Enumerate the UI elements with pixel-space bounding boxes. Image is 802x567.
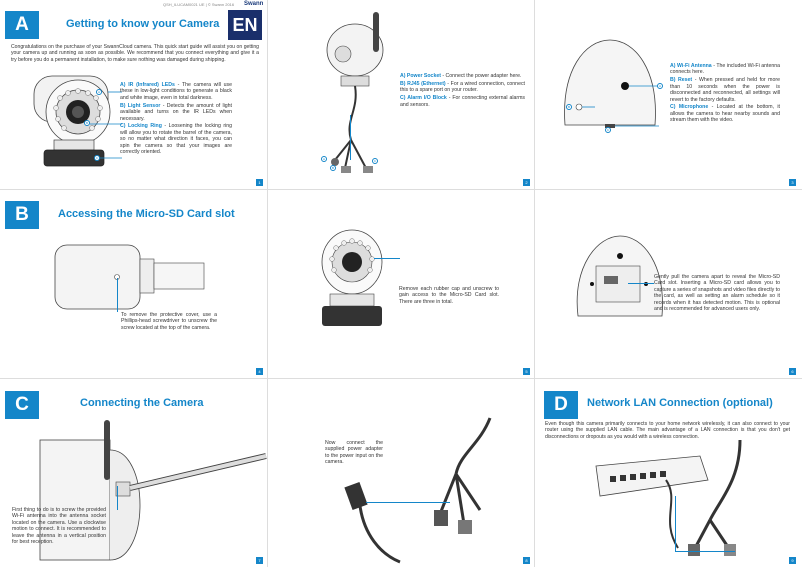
- leader-line: [350, 115, 351, 160]
- section-badge-b: B: [5, 201, 39, 229]
- swann-logo: Swann: [244, 1, 264, 7]
- page-number: 1: [256, 179, 263, 186]
- page-number: 8: [523, 557, 530, 564]
- feature-microphone: C) Microphone - Located at the bottom, i…: [670, 104, 780, 124]
- row-divider: [0, 378, 802, 379]
- leader-line: [675, 551, 735, 552]
- doc-code: QSH_ILUCAM0021 UE | © Swann 2016: [163, 2, 235, 7]
- callout-c: C: [605, 127, 611, 133]
- camera-caps-illustration: [321, 229, 383, 326]
- section-badge-a: A: [5, 11, 39, 39]
- callout-a: A: [657, 83, 663, 89]
- remove-caps-text: Remove each rubber cap and unscrew to ga…: [399, 286, 499, 305]
- callout-a: A: [321, 156, 327, 162]
- row-divider: [0, 189, 802, 190]
- leader-line: [675, 496, 676, 552]
- callout-b: B: [84, 120, 90, 126]
- port-alarm-io: C) Alarm I/O Block - For connecting exte…: [400, 95, 526, 108]
- section-badge-c: C: [5, 391, 39, 419]
- port-rj45: B) RJ45 (Ethernet) - For a wired connect…: [400, 80, 525, 94]
- page-number: 3: [789, 179, 796, 186]
- feature-wifi-antenna: A) Wi-Fi Antenna - The included Wi-Fi an…: [670, 63, 780, 76]
- feature-locking-ring: C) Locking Ring - Loosening the locking …: [120, 123, 232, 156]
- callout-b: B: [566, 104, 572, 110]
- section-title-c: Connecting the Camera: [80, 397, 204, 409]
- page-number: 9: [789, 557, 796, 564]
- antenna-install-text: First thing to do is to screw the provid…: [12, 507, 106, 546]
- camera-back-illustration: [564, 39, 659, 128]
- rear-ports-list: A) Power Socket - Connect the power adap…: [400, 73, 525, 110]
- sd-card-slot-text: Gently pull the camera apart to reveal t…: [654, 274, 781, 313]
- leader-line: [374, 258, 400, 259]
- lan-connection-text: Even though this camera primarily connec…: [545, 421, 790, 440]
- page-number: 4: [256, 368, 263, 375]
- page-number: 2: [523, 179, 530, 186]
- section-title-d: Network LAN Connection (optional): [587, 397, 773, 409]
- callout-c: C: [94, 155, 100, 161]
- router-lan-illustration: [595, 439, 742, 556]
- feature-reset: B) Reset - When pressed and held for mor…: [670, 77, 780, 103]
- camera-rear-cables-illustration: [326, 12, 384, 173]
- feature-light-sensor: B) Light Sensor - Detects the amount of …: [120, 102, 232, 122]
- language-badge: EN: [228, 10, 262, 40]
- leader-line: [366, 502, 450, 503]
- port-power-socket: A) Power Socket - Connect the power adap…: [400, 73, 522, 79]
- doc-header: QSH_ILUCAM0021 UE | © Swann 2016 Swann: [0, 0, 802, 8]
- column-divider: [534, 0, 535, 567]
- section-badge-d: D: [544, 391, 578, 419]
- antenna-install-illustration: [39, 420, 267, 561]
- power-adapter-illustration: [344, 417, 492, 564]
- page-number: 6: [789, 368, 796, 375]
- feature-ir-leds: A) IR (Infrared) LEDs - The camera will …: [120, 82, 232, 101]
- section-title-b: Accessing the Micro-SD Card slot: [58, 208, 235, 220]
- callout-c: C: [372, 158, 378, 164]
- leader-line: [117, 486, 118, 510]
- callout-b: B: [330, 165, 336, 171]
- intro-text: Congratulations on the purchase of your …: [11, 44, 259, 63]
- callout-a: A: [96, 89, 102, 95]
- camera-opened-illustration: [576, 235, 663, 317]
- camera-side-illustration: [54, 244, 205, 310]
- leader-line: [628, 283, 654, 284]
- remove-cover-text: To remove the protective cover, use a Ph…: [121, 312, 217, 331]
- page-number: 5: [523, 368, 530, 375]
- camera-front-illustration: [33, 75, 122, 167]
- page-number: 7: [256, 557, 263, 564]
- power-adapter-text: Now connect the supplied power adapter t…: [325, 440, 383, 466]
- section-title-a: Getting to know your Camera: [66, 18, 220, 30]
- camera-features-list: A) IR (Infrared) LEDs - The camera will …: [120, 82, 232, 157]
- column-divider: [267, 0, 268, 567]
- camera-back-list: A) Wi-Fi Antenna - The included Wi-Fi an…: [670, 63, 780, 125]
- leader-line: [117, 278, 118, 312]
